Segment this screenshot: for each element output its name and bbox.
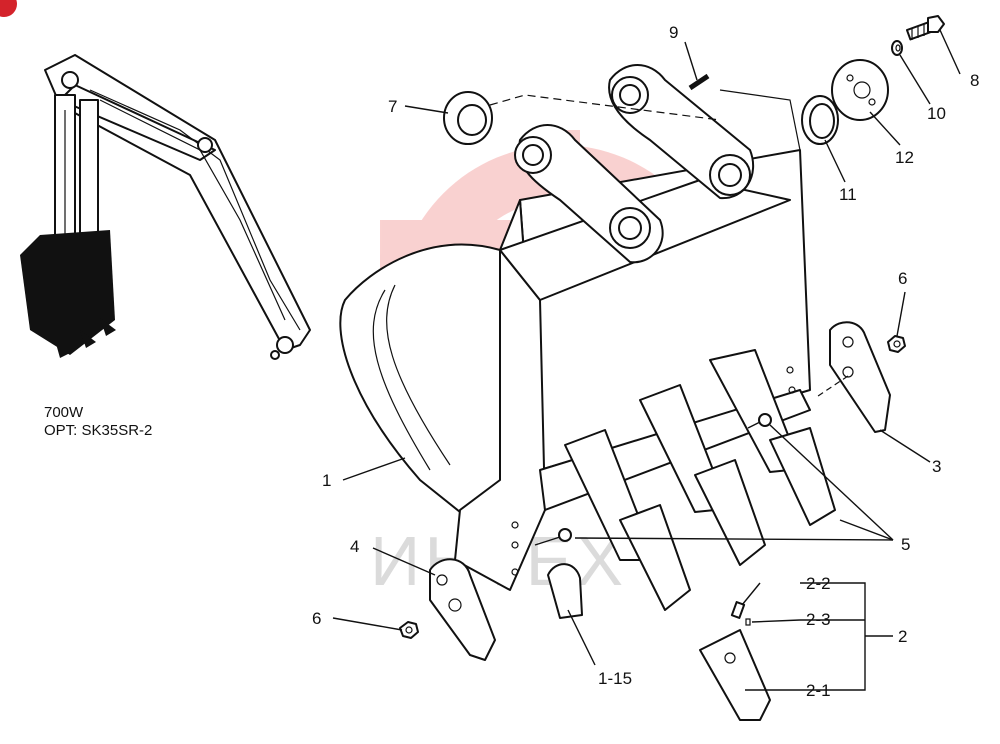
bolt-8 (905, 15, 945, 41)
thumbnail-bucket (20, 230, 115, 355)
nut-6-right (887, 335, 906, 353)
excavator-arm-illustration (20, 54, 311, 360)
callout-6-left: 6 (312, 609, 321, 628)
nut-6-left (399, 621, 419, 639)
tooth-assembly-2 (699, 601, 771, 721)
callout-8: 8 (970, 71, 979, 90)
callout-3: 3 (932, 457, 941, 476)
bushing-7 (443, 91, 493, 145)
model-name: 700W (44, 404, 84, 421)
corner-badge (0, 0, 17, 17)
side-plate-right (829, 321, 891, 433)
callout-2-1: 2-1 (806, 681, 831, 700)
callout-2-2: 2-2 (806, 574, 831, 593)
callout-10: 10 (927, 104, 946, 123)
callout-5: 5 (901, 535, 910, 554)
plate-12 (831, 59, 889, 121)
bucket-assembly (339, 64, 836, 619)
callout-2-3: 2-3 (806, 610, 831, 629)
shim-ring-11 (801, 95, 839, 145)
pin-9 (688, 73, 710, 91)
washer-10 (891, 40, 903, 56)
callout-6-right: 6 (898, 269, 907, 288)
callout-9: 9 (669, 23, 678, 42)
callout-11: 11 (839, 185, 857, 204)
model-label: 700W OPT: SK35SR-2 (44, 404, 152, 440)
leader-lines (332, 29, 961, 691)
callout-1-15: 1-15 (598, 669, 632, 688)
side-plate-left (429, 558, 496, 661)
callout-7: 7 (388, 97, 397, 116)
callout-12: 12 (895, 148, 914, 167)
callout-2: 2 (898, 627, 907, 646)
callout-1: 1 (322, 471, 331, 490)
bucket-teeth (564, 349, 836, 611)
callout-4: 4 (350, 537, 359, 556)
model-option: OPT: SK35SR-2 (44, 422, 153, 439)
